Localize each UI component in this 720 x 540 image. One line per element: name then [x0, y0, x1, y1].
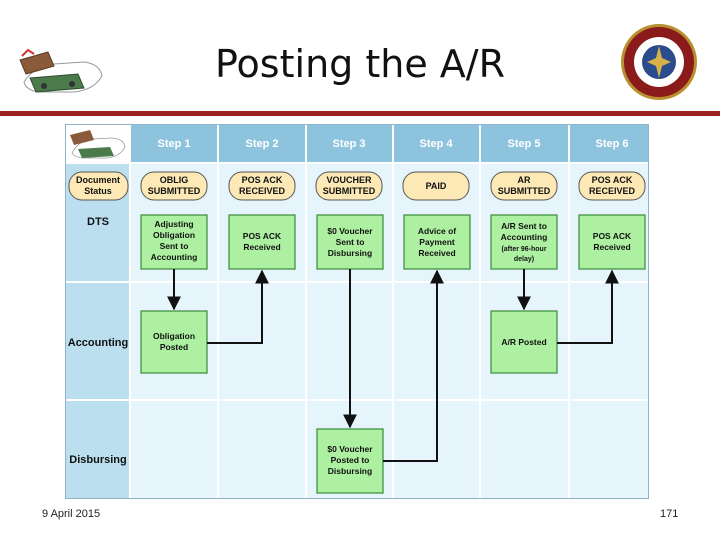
box-text: delay) — [514, 256, 534, 263]
status-label: Status — [84, 186, 112, 196]
flow-arrow — [207, 269, 269, 344]
status-label: SUBMITTED — [498, 186, 551, 196]
process-box — [140, 310, 208, 374]
step-header: Step 5 — [507, 138, 540, 150]
process-box — [316, 428, 384, 494]
status-label: AR — [518, 175, 531, 185]
status-label: PAID — [426, 181, 447, 191]
status-pill — [490, 171, 558, 201]
status-pill — [402, 171, 470, 201]
box-text: Advice of — [418, 226, 456, 236]
process-box — [140, 214, 208, 270]
seal-logo — [619, 22, 699, 102]
box-text: $0 Voucher — [327, 444, 373, 454]
box-text: Sent to — [336, 237, 365, 247]
status-label: OBLIG — [160, 175, 189, 185]
box-text: Sent to — [160, 241, 189, 251]
lane-label-accounting: Accounting — [68, 337, 129, 349]
flow-arrow — [383, 269, 444, 462]
step-header: Step 3 — [332, 138, 365, 150]
box-text: A/R Sent to — [501, 221, 547, 231]
status-label: POS ACK — [592, 175, 633, 185]
box-text: POS ACK — [593, 231, 632, 241]
process-box — [228, 214, 296, 270]
box-text: (after 96-hour — [501, 246, 546, 253]
lane-label-dts: DTS — [87, 216, 109, 228]
process-flow-diagram: Step 1 Step 2 Step 3 Step 4 Step 5 Step … — [65, 124, 649, 499]
status-pill — [140, 171, 208, 201]
status-pill — [228, 171, 296, 201]
process-box — [316, 214, 384, 270]
process-box — [490, 214, 558, 270]
process-box — [578, 214, 646, 270]
box-text: A/R Posted — [501, 337, 546, 347]
page-number: 171 — [660, 508, 679, 520]
box-text: Payment — [419, 237, 455, 247]
status-label: SUBMITTED — [323, 186, 376, 196]
title-divider — [0, 111, 720, 116]
box-text: Obligation — [153, 331, 195, 341]
box-text: Posted to — [331, 455, 370, 465]
process-box — [403, 214, 471, 270]
step-header: Step 6 — [595, 138, 628, 150]
box-text: Adjusting — [154, 219, 193, 229]
corner-clipart — [70, 130, 126, 159]
clipart-logo — [14, 44, 106, 100]
step-header: Step 4 — [419, 138, 453, 150]
box-text: Received — [243, 242, 280, 252]
step-header: Step 2 — [245, 138, 278, 150]
status-label: POS ACK — [242, 175, 283, 185]
box-text: Received — [418, 248, 455, 258]
box-text: Obligation — [153, 230, 195, 240]
lane-label-disbursing: Disbursing — [69, 454, 126, 466]
box-text: Disbursing — [328, 466, 372, 476]
status-label: SUBMITTED — [148, 186, 201, 196]
box-text: Posted — [160, 342, 188, 352]
status-label: Document — [76, 175, 120, 185]
status-label: RECEIVED — [239, 186, 286, 196]
box-text: $0 Voucher — [327, 226, 373, 236]
status-pill — [68, 171, 129, 201]
step-header: Step 1 — [157, 138, 190, 150]
status-label: VOUCHER — [326, 175, 372, 185]
box-text: POS ACK — [243, 231, 282, 241]
box-text: Accounting — [501, 232, 548, 242]
box-text: Received — [593, 242, 630, 252]
status-label: RECEIVED — [589, 186, 636, 196]
page-title: Posting the A/R — [215, 42, 505, 86]
box-text: Disbursing — [328, 248, 372, 258]
status-pill — [315, 171, 383, 201]
box-text: Accounting — [151, 252, 198, 262]
process-box — [490, 310, 558, 374]
status-pill — [578, 171, 646, 201]
flow-arrow — [557, 269, 619, 344]
footer-date: 9 April 2015 — [42, 508, 101, 520]
